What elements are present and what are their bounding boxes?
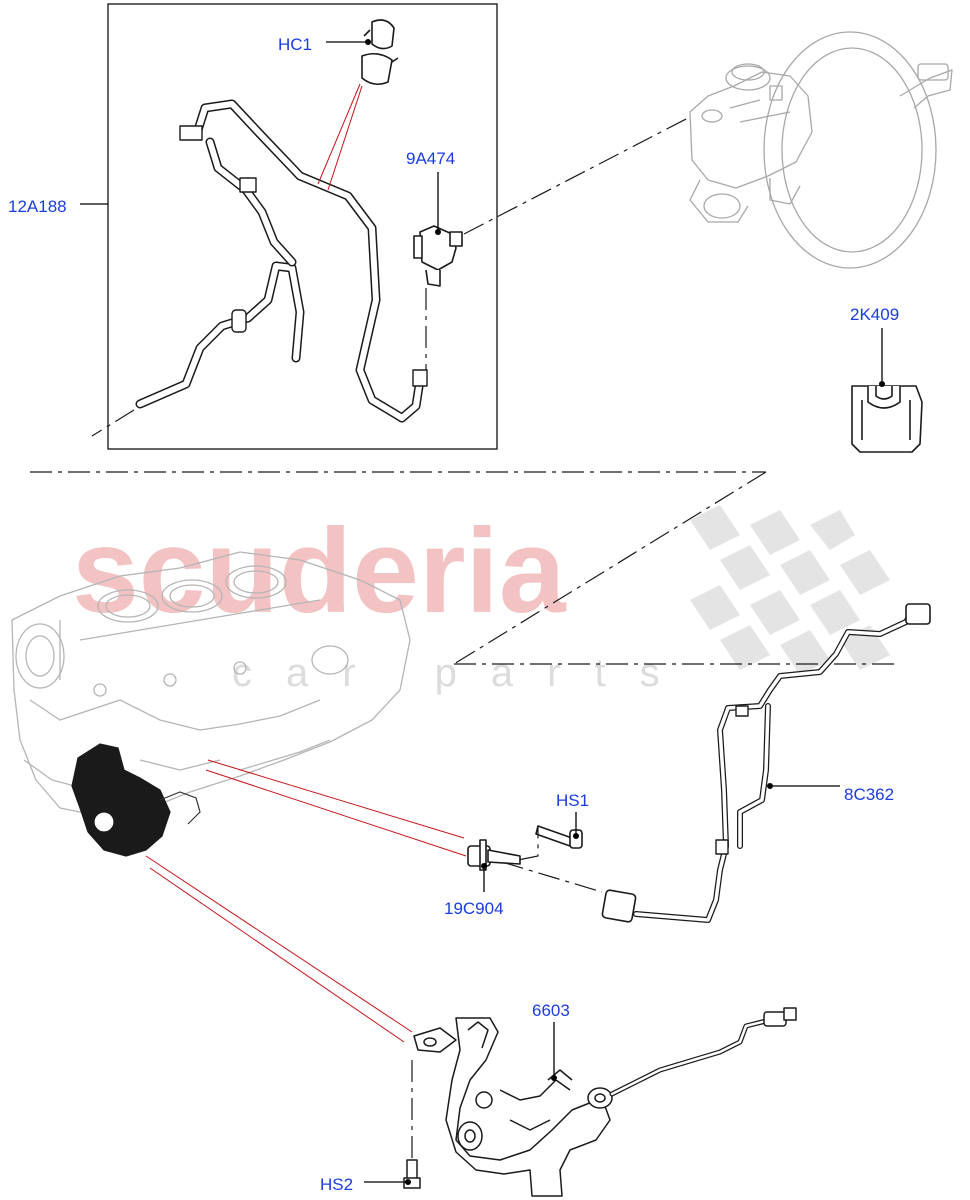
engine-block-icon <box>11 551 411 817</box>
watermark: scuderia car parts <box>72 504 890 695</box>
watermark-checker-icon <box>690 505 890 675</box>
label-6603: 6603 <box>532 1001 570 1020</box>
label-12a188: 12A188 <box>8 197 67 216</box>
callout-lines-engine <box>145 759 467 1043</box>
grommet-icon <box>851 385 923 453</box>
label-hc1: HC1 <box>278 35 312 54</box>
label-hs2: HS2 <box>320 1175 353 1194</box>
watermark-brand: scuderia <box>72 504 567 638</box>
callout-lines-top <box>317 83 363 191</box>
label-2k409: 2K409 <box>850 305 899 324</box>
vacuum-sensor-icon <box>413 225 463 287</box>
watermark-sub: car parts <box>232 651 694 695</box>
wiring-harness-icon <box>601 603 931 923</box>
label-hs1: HS1 <box>556 791 589 810</box>
engine-oil-pump-location-icon <box>71 743 201 857</box>
inset-frame <box>107 3 498 450</box>
part-labels: HC1 9A474 12A188 2K409 HS1 8C362 19C904 … <box>8 35 899 1194</box>
hose-clip-icon <box>361 19 399 86</box>
oil-pump-icon <box>413 1017 613 1197</box>
label-8c362: 8C362 <box>844 785 894 804</box>
pump-sensor-cable-icon <box>609 1007 797 1097</box>
phantom-line-hs1 <box>517 826 539 861</box>
label-9a474: 9A474 <box>406 149 455 168</box>
leader-lines <box>80 41 883 1183</box>
bolt-hs2-icon <box>403 1159 421 1189</box>
oil-pressure-sensor-icon <box>467 839 521 871</box>
leader-dots <box>365 39 885 1185</box>
brake-booster-icon <box>689 31 953 269</box>
vacuum-hose-icon <box>135 99 428 423</box>
label-19c904: 19C904 <box>444 899 504 918</box>
